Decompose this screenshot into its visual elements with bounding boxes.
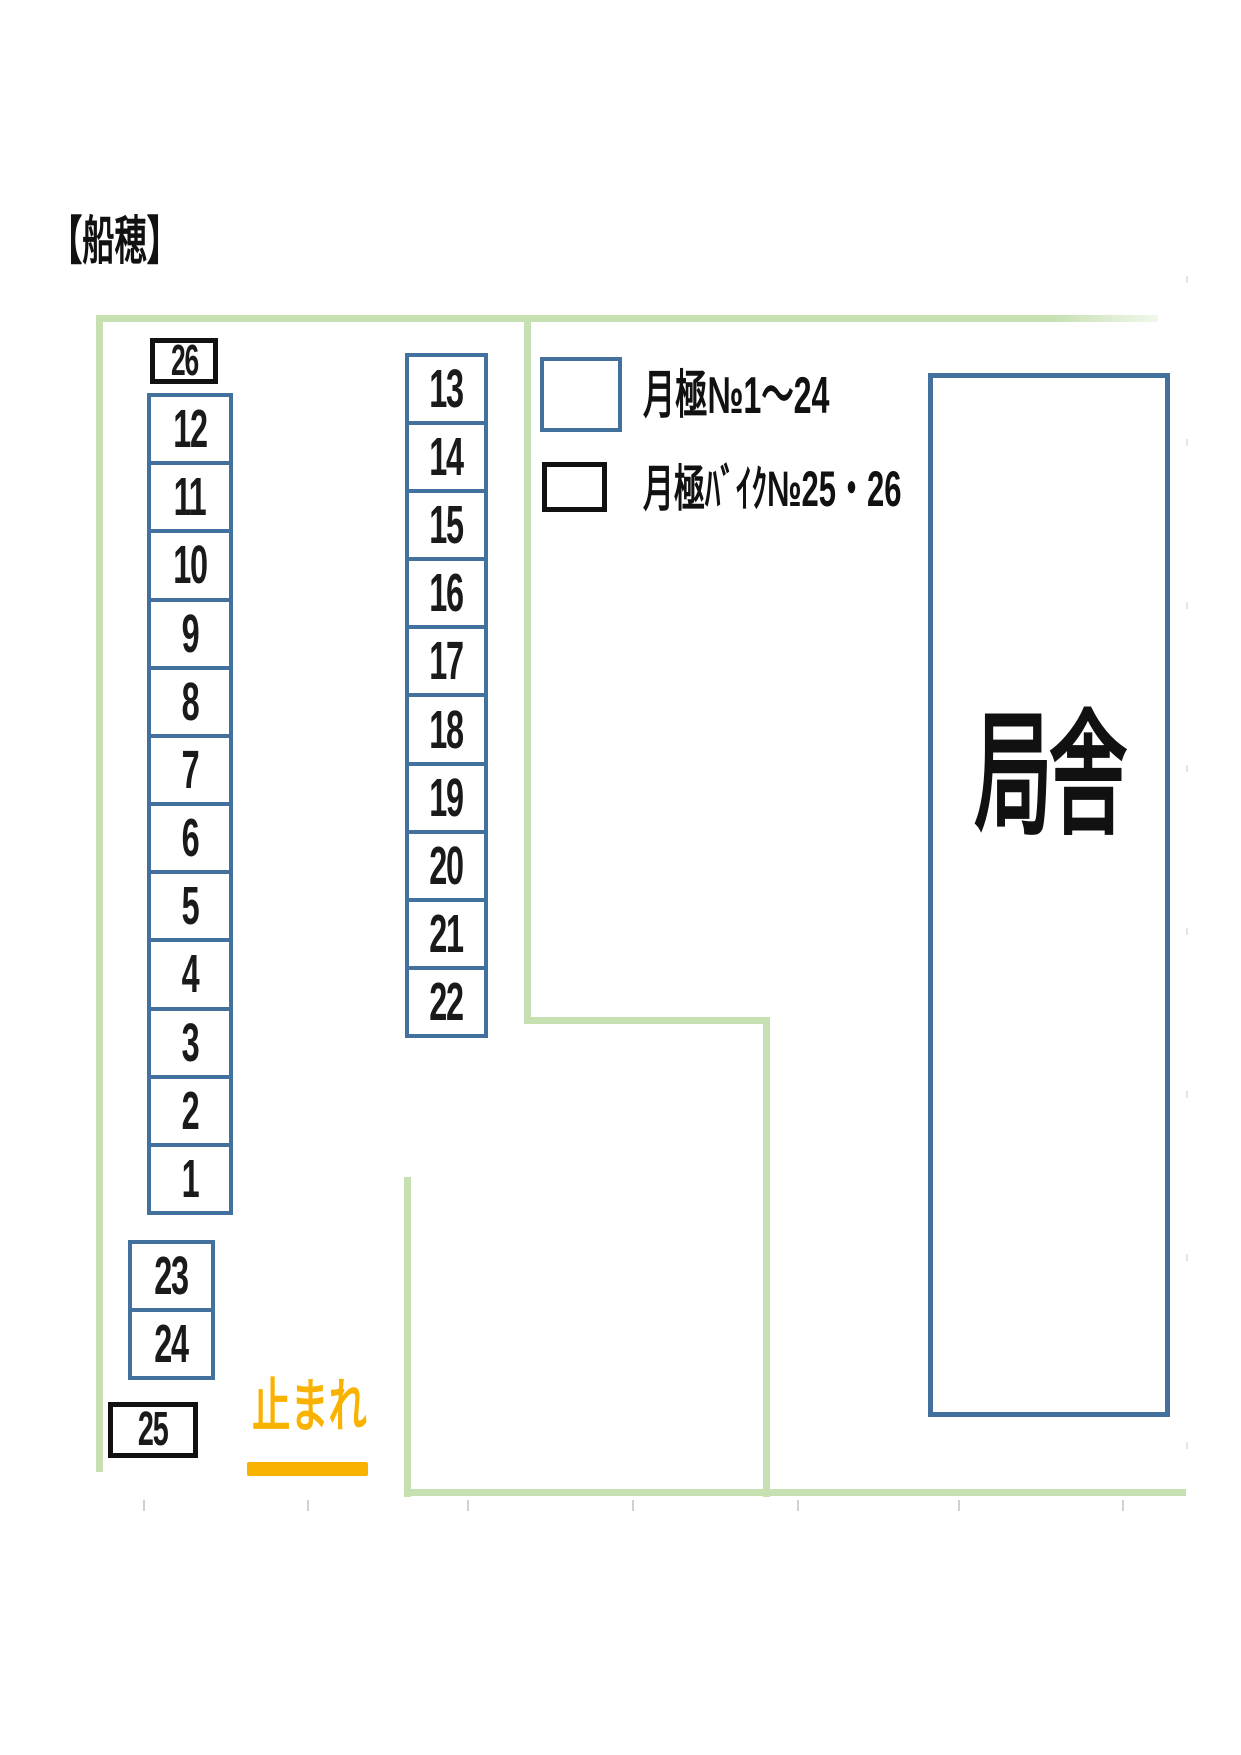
legend-label-bike: 月極ﾊﾞｲｸ№25・26 [643,461,902,517]
parking-spot-15: 15 [409,489,484,557]
parking-spot-21: 21 [409,897,484,966]
scan-artifact-dot [1186,928,1188,935]
scan-artifact-dot [1186,602,1188,609]
boundary-line-entrance [404,1177,411,1497]
boundary-line-left [96,315,103,1472]
legend-swatch-monthly [540,357,622,432]
boundary-line-middle-lower [763,1017,770,1497]
parking-spot-25: 25 [108,1402,198,1458]
parking-spot-16: 16 [409,557,484,625]
spot-number: 26 [170,336,199,385]
scan-artifact-tick [1122,1500,1124,1511]
stop-sign-underline [247,1462,368,1476]
parking-spot-12: 12 [173,399,208,460]
parking-spot-24: 24 [132,1308,211,1376]
parking-column-left: 12 11 10 9 8 7 6 5 4 3 2 1 [147,393,233,1215]
legend-label-monthly: 月極№1～24 [643,367,830,425]
parking-spot-17: 17 [409,625,484,693]
scan-artifact-dot [1186,765,1188,772]
boundary-line-top [96,315,1158,322]
building-label: 局舎 [974,700,1127,851]
parking-spot-23: 23 [154,1246,190,1306]
spot-number: 25 [138,1403,169,1456]
parking-spot-10: 10 [151,529,229,597]
stop-sign-label: 止まれ [252,1374,367,1439]
parking-spot-19: 19 [409,761,484,830]
scan-artifact-dot [1186,276,1188,283]
scan-artifact-tick [143,1500,145,1511]
parking-spot-9: 9 [151,597,229,666]
parking-spot-18: 18 [409,693,484,761]
parking-spot-11: 11 [151,461,229,529]
boundary-line-middle-connector [524,1017,770,1024]
scan-artifact-dot [1186,439,1188,446]
parking-column-middle: 13 14 15 16 17 18 19 20 21 22 [405,353,488,1038]
parking-spot-13: 13 [429,359,465,420]
parking-spot-26: 26 [150,338,218,384]
parking-spot-6: 6 [151,802,229,870]
scan-artifact-tick [467,1500,469,1511]
parking-spot-14: 14 [409,421,484,489]
parking-column-23-24: 23 24 [128,1240,215,1380]
parking-spot-8: 8 [151,665,229,734]
scan-artifact-tick [797,1500,799,1511]
boundary-line-bottom [404,1489,1186,1496]
parking-spot-3: 3 [151,1006,229,1075]
parking-spot-1: 1 [151,1142,229,1211]
boundary-line-middle-upper [524,315,531,1024]
legend-swatch-bike [542,462,607,512]
building-box: 局舎 [928,373,1170,1417]
parking-spot-4: 4 [151,938,229,1006]
parking-spot-22: 22 [409,965,484,1034]
parking-spot-2: 2 [151,1074,229,1143]
parking-spot-7: 7 [151,733,229,802]
page-title: 【船穂】 [50,213,179,271]
scan-artifact-dot [1186,1254,1188,1261]
scan-artifact-tick [958,1500,960,1511]
parking-spot-5: 5 [151,870,229,938]
scan-artifact-tick [632,1500,634,1511]
scan-artifact-dot [1186,1091,1188,1098]
parking-spot-20: 20 [409,829,484,898]
scan-artifact-tick [307,1500,309,1511]
scan-artifact-dot [1186,1442,1188,1449]
